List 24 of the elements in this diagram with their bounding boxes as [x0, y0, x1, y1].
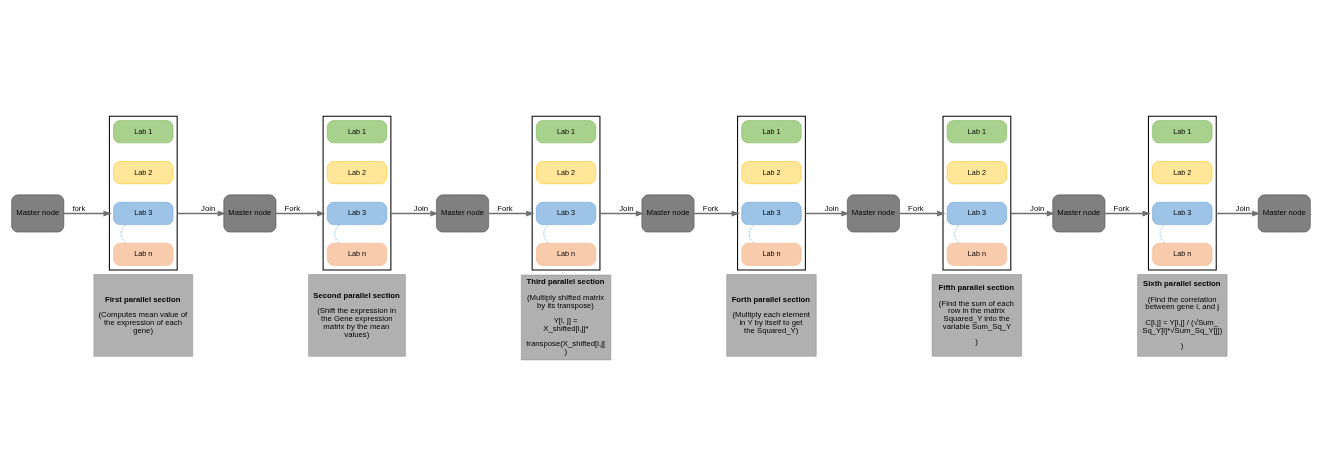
- arrow: [1010, 210, 1056, 217]
- cluster: [1147, 115, 1217, 271]
- arrow: [488, 210, 535, 217]
- connector: [334, 224, 340, 244]
- arrow: [898, 210, 946, 217]
- connector: [1159, 224, 1165, 244]
- arrow: [390, 210, 439, 217]
- connector: [748, 224, 755, 244]
- connector: [954, 224, 960, 244]
- arrow: [176, 210, 226, 217]
- cluster: [531, 115, 601, 271]
- arrow: [599, 210, 645, 217]
- connector: [120, 224, 126, 244]
- arrow: [63, 210, 112, 217]
- arrow: [693, 210, 740, 217]
- cluster: [322, 115, 392, 271]
- arrow: [1215, 210, 1261, 217]
- cluster: [108, 115, 178, 271]
- cluster: [737, 115, 806, 271]
- cluster: [942, 115, 1012, 271]
- arrow: [804, 210, 850, 217]
- arrow: [1104, 210, 1151, 217]
- connector: [543, 224, 549, 244]
- arrow: [275, 210, 326, 217]
